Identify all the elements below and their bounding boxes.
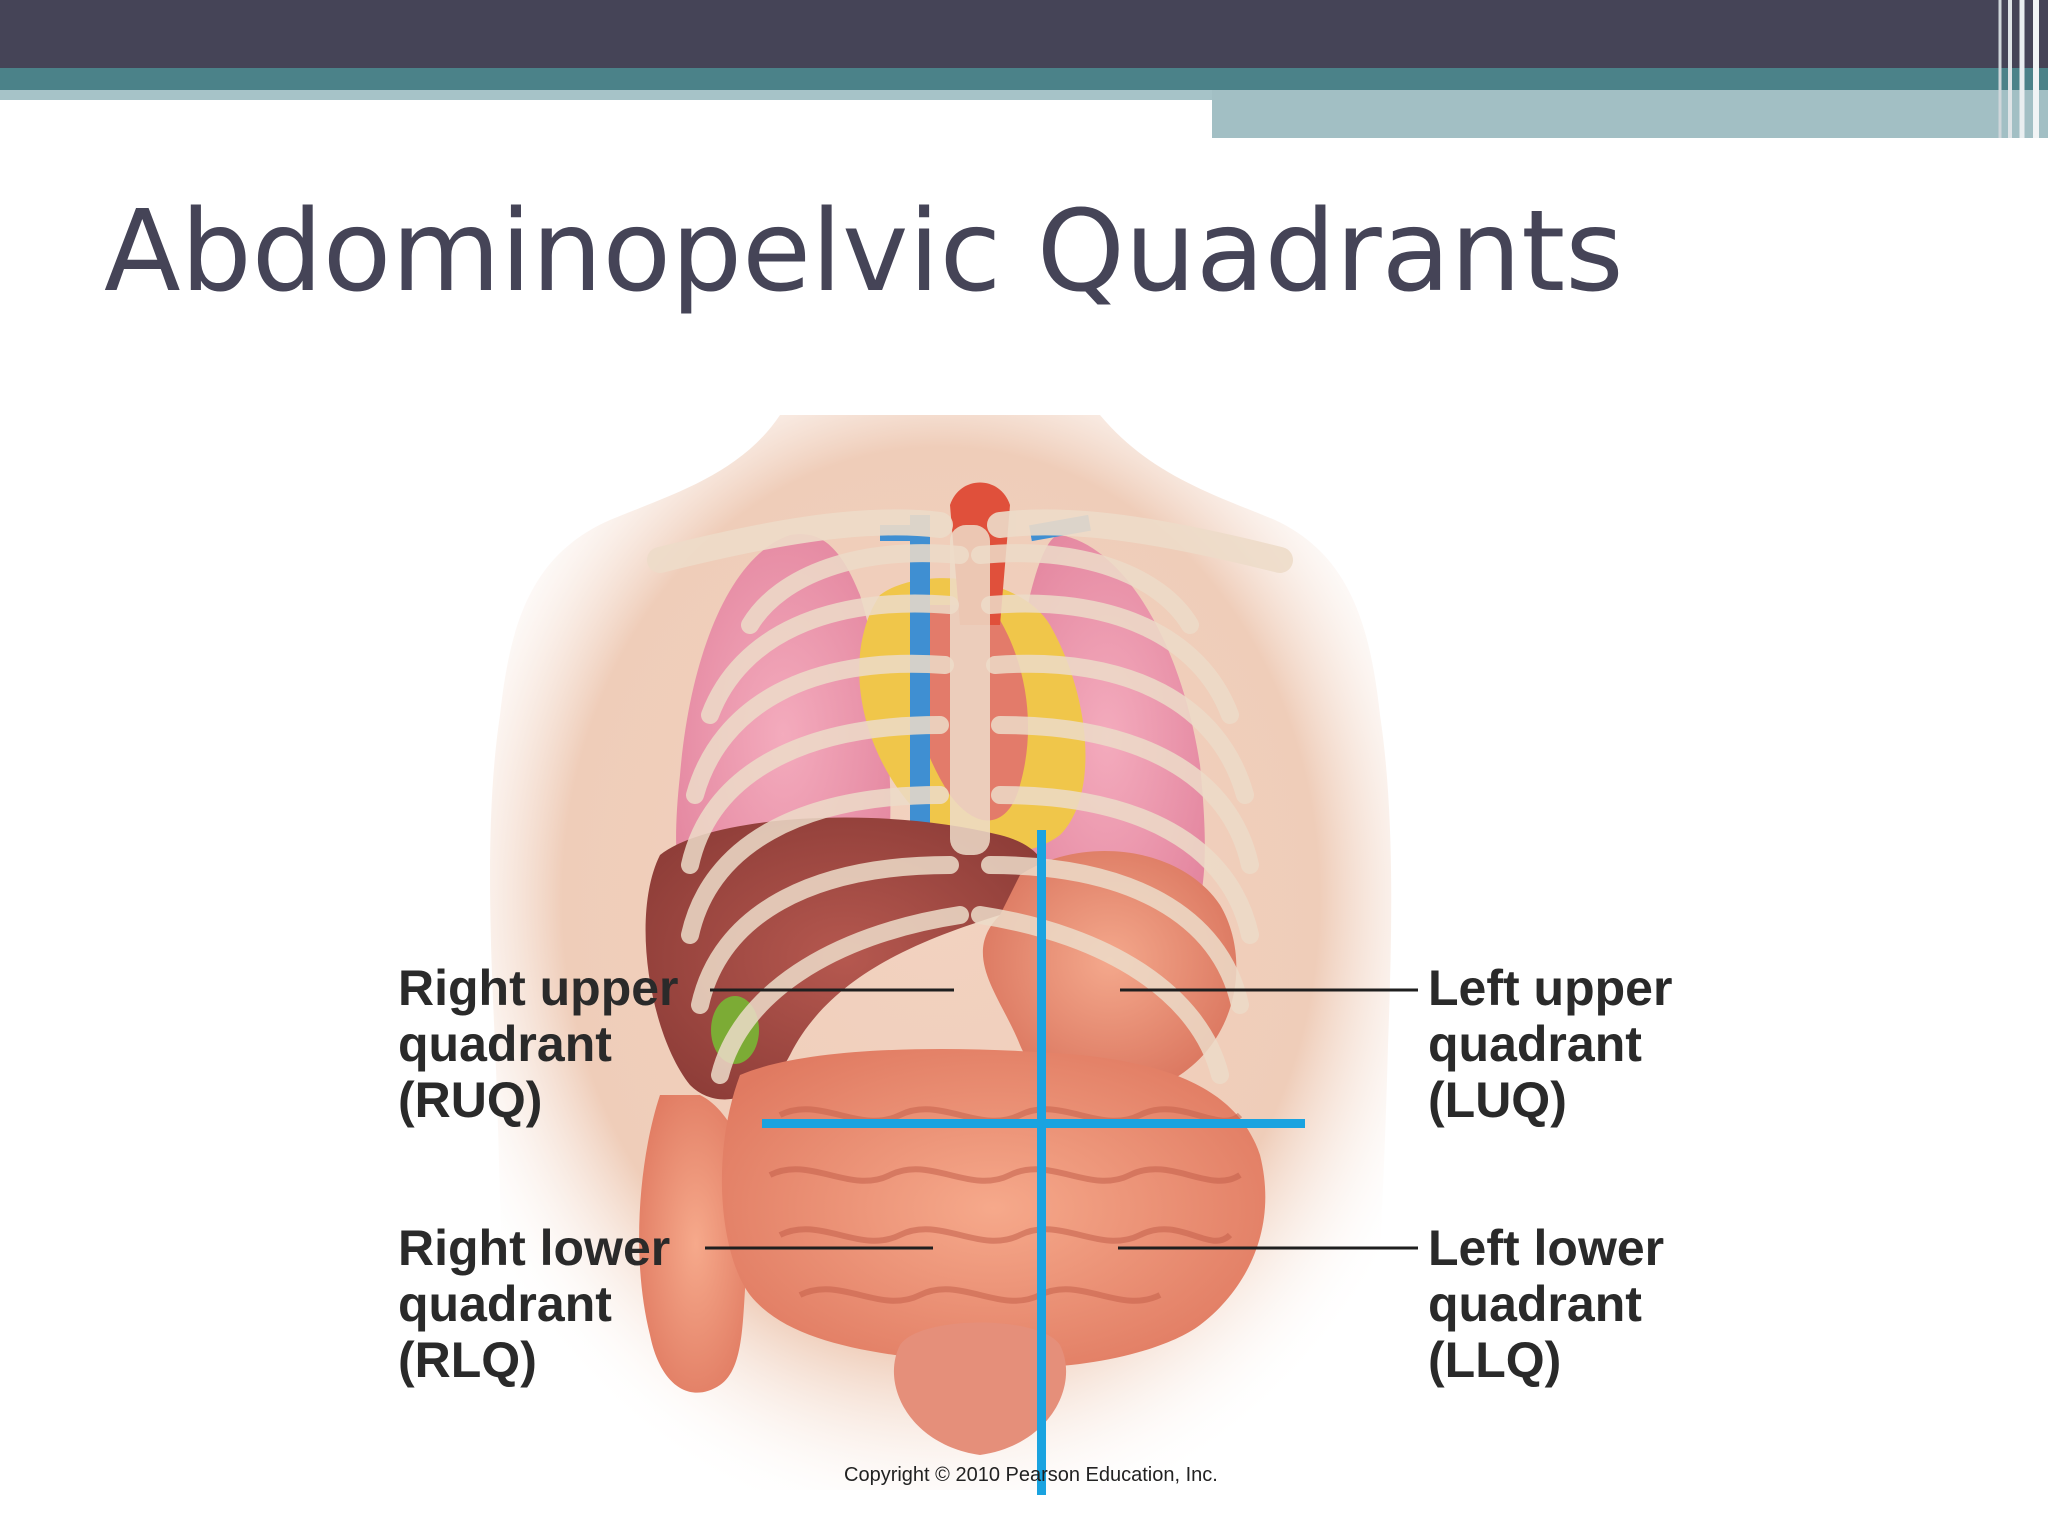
- luq-label-line3: (LUQ): [1428, 1072, 1567, 1128]
- ribcage: [681, 544, 1259, 1084]
- vertical-quadrant-line: [1037, 830, 1046, 1495]
- ruq-label: Right upper quadrant (RUQ): [398, 960, 679, 1128]
- header-pale-bar-right: [1212, 90, 2048, 138]
- torso-svg: [490, 415, 1418, 1495]
- ruq-label-line2: quadrant: [398, 1016, 612, 1072]
- sternum: [950, 525, 990, 855]
- luq-label-line1: Left upper: [1428, 960, 1673, 1016]
- llq-label-line1: Left lower: [1428, 1220, 1665, 1276]
- rlq-label: Right lower quadrant (RLQ): [398, 1220, 670, 1388]
- clavicles: [647, 509, 1293, 573]
- header-edge-stripes: [1998, 0, 2039, 138]
- small-intestine: [721, 1049, 1266, 1368]
- rlq-label-line3: (RLQ): [398, 1332, 537, 1388]
- header-teal-bar: [0, 68, 2048, 90]
- header-pale-bar-left: [0, 90, 1212, 100]
- copyright-notice: Copyright © 2010 Pearson Education, Inc.: [844, 1464, 1218, 1486]
- slide-title: Abdominopelvic Quadrants: [104, 187, 1624, 317]
- llq-label: Left lower quadrant (LLQ): [1428, 1220, 1664, 1388]
- llq-label-line3: (LLQ): [1428, 1332, 1562, 1388]
- ruq-label-line1: Right upper: [398, 960, 679, 1016]
- rlq-label-line1: Right lower: [398, 1220, 671, 1276]
- bladder: [893, 1322, 1067, 1455]
- header-dark-bar: [0, 0, 2048, 68]
- horizontal-quadrant-line: [762, 1119, 1305, 1128]
- luq-label: Left upper quadrant (LUQ): [1428, 960, 1672, 1128]
- ruq-label-line3: (RUQ): [398, 1072, 543, 1128]
- llq-label-line2: quadrant: [1428, 1276, 1642, 1332]
- luq-label-line2: quadrant: [1428, 1016, 1642, 1072]
- torso-illustration: [360, 395, 1760, 1505]
- rlq-label-line2: quadrant: [398, 1276, 612, 1332]
